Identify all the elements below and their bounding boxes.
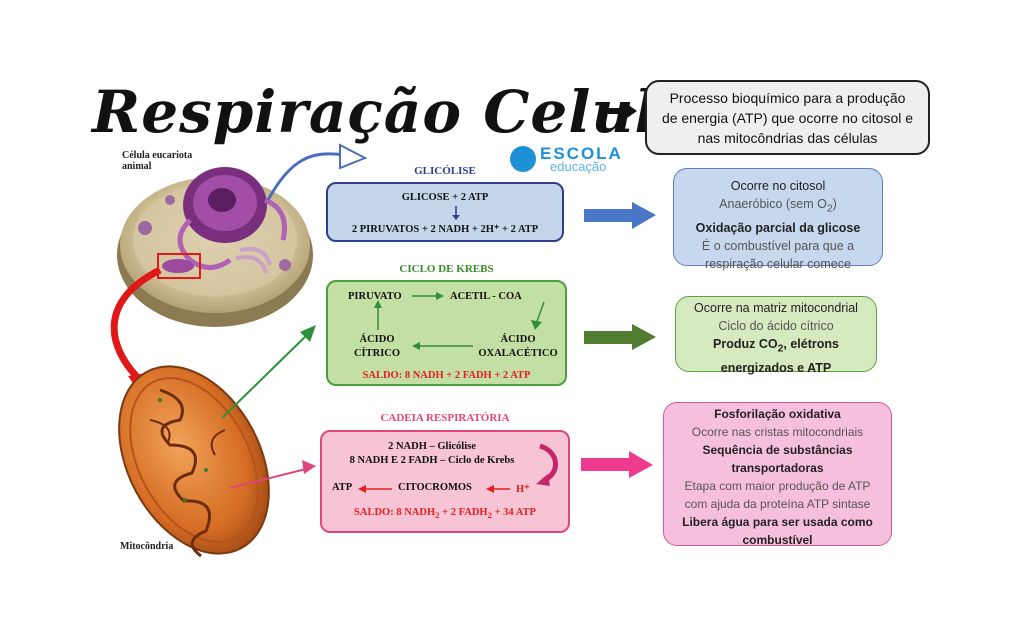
acido-label: ÁCIDO [359, 334, 395, 345]
chain-input-2: 8 NADH E 2 FADH – Ciclo de Krebs [349, 455, 515, 466]
info-line: energizados e ATP [720, 360, 832, 375]
mito-to-chain-arrow [229, 467, 311, 489]
info-line: Oxidação parcial da glicose [695, 220, 861, 235]
cell-label: Célula eucariota animal [122, 150, 192, 172]
cell-to-glycolysis-arrow [266, 152, 346, 201]
glycolysis-box: GLICOSE + 2 ATP 2 PIRUVATOS + 2 NADH + 2… [326, 182, 564, 242]
definition-line: Processo bioquímico para a produção [669, 90, 906, 106]
logo-subtitle: educação [550, 159, 607, 174]
glycolysis-info-box: Ocorre no citosol Anaeróbico (sem O2) Ox… [673, 168, 883, 271]
info-line: Ocorre nas cristas mitocondriais [691, 425, 864, 439]
title-arrow-icon [608, 102, 637, 120]
mitochondria-label: Mitocôndria [120, 541, 174, 552]
acetil-coa-label: ACETIL - COA [450, 291, 522, 302]
citrico-label: CÍTRICO [353, 348, 401, 359]
saldo-part: + 2 FADH [439, 507, 488, 518]
escola-educacao-logo: ESCOLA educação [510, 144, 623, 174]
info-subscript: 2 [826, 203, 833, 215]
saldo-subscript: 2 [435, 510, 440, 521]
info-line: É o combustível para que a [701, 238, 855, 253]
down-arrow-icon [452, 206, 460, 220]
acido-label: ÁCIDO [500, 334, 536, 345]
info-part: ) [832, 197, 837, 211]
info-subscript: 2 [777, 343, 784, 355]
krebs-cycle-arrows [374, 292, 545, 350]
saldo-part: + 34 ATP [491, 507, 536, 518]
oxalacetico-label: OXALACÉTICO [478, 348, 558, 359]
chain-flow-arrows [358, 443, 558, 493]
chain-saldo: SALDO: 8 NADH2 + 2 FADH2 + 34 ATP [322, 507, 568, 520]
chain-box: 2 NADH – Glicólise 8 NADH E 2 FADH – Cic… [320, 430, 570, 533]
chain-big-arrow [581, 451, 653, 478]
hplus-label: H⁺ [516, 484, 530, 495]
krebs-big-arrow [584, 324, 656, 350]
cell-label-line: animal [122, 161, 152, 172]
krebs-box: PIRUVATO ACETIL - COA ÁCIDO CÍTRICO ÁCID… [326, 280, 567, 386]
citocromos-label: CITOCROMOS [398, 482, 472, 493]
info-part: Produz CO [713, 337, 778, 351]
definition-box: Processo bioquímico para a produção de e… [645, 80, 930, 155]
glycolysis-output: 2 PIRUVATOS + 2 NADH + 2H⁺ + 2 ATP [351, 224, 539, 235]
info-line: respiração celular comece [705, 256, 851, 271]
chain-info-box: Fosforilação oxidativa Ocorre nas crista… [663, 402, 892, 547]
info-line: Ciclo do ácido cítrico [718, 319, 834, 333]
saldo-part: SALDO: 8 NADH [354, 507, 436, 518]
logo-mark-icon [510, 146, 536, 172]
info-part: , elétrons [783, 337, 839, 351]
glycolysis-big-arrow [584, 202, 656, 229]
info-line: combustível [742, 533, 813, 547]
chain-input-1: 2 NADH – Glicólise [388, 441, 476, 452]
info-line: Etapa com maior produção de ATP [684, 479, 871, 493]
info-line: Produz CO2, elétrons [676, 335, 876, 359]
cell-label-line: Célula eucariota [122, 150, 193, 161]
saldo-subscript: 2 [487, 510, 492, 521]
krebs-saldo: SALDO: 8 NADH + 2 FADH + 2 ATP [362, 370, 531, 381]
chain-title: CADEIA RESPIRATÓRIA [380, 412, 510, 424]
info-line: Ocorre na matriz mitocondrial [694, 301, 858, 315]
zoom-arrow [110, 266, 162, 383]
krebs-info-box: Ocorre na matriz mitocondrial Ciclo do á… [675, 296, 877, 375]
definition-line: de energia (ATP) que ocorre no citosol e [661, 110, 914, 126]
krebs-title: CICLO DE KREBS [399, 263, 494, 275]
info-line: Fosforilação oxidativa [714, 407, 841, 421]
definition-line: nas mitocôndrias das células [697, 130, 878, 146]
info-line: transportadoras [731, 461, 824, 475]
glycolysis-input: GLICOSE + 2 ATP [401, 192, 489, 203]
info-line: com ajuda da proteína ATP sintase [684, 497, 871, 511]
piruvato-label: PIRUVATO [348, 291, 402, 302]
info-line: Sequência de substâncias [702, 443, 853, 457]
info-line: Libera água para ser usada como [682, 515, 873, 529]
mitochondrion-illustration [118, 365, 270, 558]
info-line: Ocorre no citosol [730, 179, 826, 193]
chain-atp-label: ATP [332, 482, 353, 493]
mito-to-krebs-arrow [221, 329, 313, 419]
cell-illustration [117, 167, 313, 327]
info-line: Anaeróbico (sem O2) [674, 195, 882, 219]
glycolysis-title: GLICÓLISE [414, 165, 476, 177]
logo-brand: ESCOLA [540, 144, 623, 163]
info-part: Anaeróbico (sem O [719, 197, 827, 211]
